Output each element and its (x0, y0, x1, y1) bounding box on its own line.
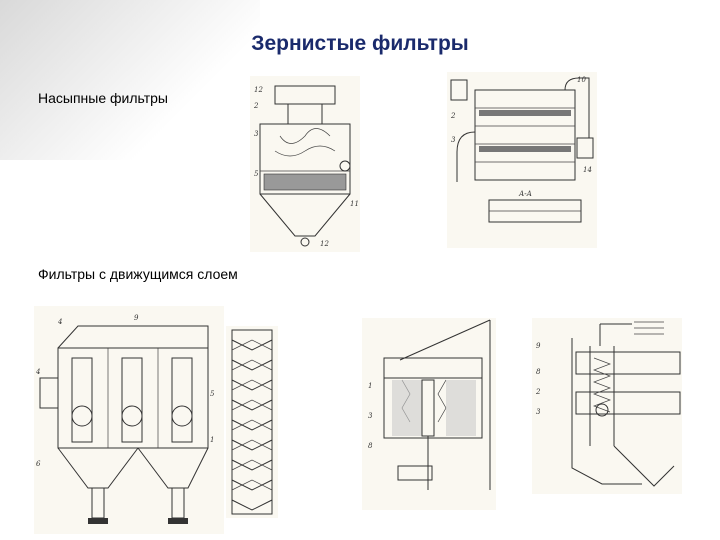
svg-text:3: 3 (254, 130, 259, 138)
svg-text:2: 2 (450, 112, 456, 120)
svg-text:4: 4 (35, 368, 40, 376)
figure-louvre-column (226, 326, 278, 518)
slide-title: Зернистые фильтры (251, 32, 469, 55)
section-label-moving: Фильтры с движущимся слоем (38, 266, 238, 282)
figure-bulk-filter-horizontal: А-А 10 2 3 14 (447, 72, 597, 248)
svg-text:5: 5 (210, 390, 215, 398)
figure-moving-bed-filter-bank: 4 9 4 6 5 1 (34, 306, 224, 534)
svg-text:3: 3 (368, 412, 373, 420)
svg-text:9: 9 (134, 314, 139, 322)
figure-shaft-filter: 1 3 8 (362, 318, 496, 510)
background-gradient (0, 0, 260, 160)
svg-text:14: 14 (583, 166, 592, 174)
svg-text:12: 12 (254, 86, 263, 94)
section-label-bulk: Насыпные фильтры (38, 90, 168, 106)
svg-text:1: 1 (210, 436, 214, 444)
svg-text:4: 4 (57, 318, 62, 326)
svg-text:5: 5 (254, 170, 259, 178)
svg-text:6: 6 (36, 460, 41, 468)
svg-text:3: 3 (451, 136, 456, 144)
svg-text:11: 11 (350, 200, 359, 208)
svg-text:10: 10 (577, 76, 586, 84)
svg-text:12: 12 (320, 240, 329, 248)
svg-text:8: 8 (368, 442, 373, 450)
svg-text:3: 3 (536, 408, 541, 416)
figure-bulk-filter-vertical: 12 2 3 5 11 12 (250, 76, 360, 252)
svg-text:8: 8 (536, 368, 541, 376)
svg-text:2: 2 (253, 102, 259, 110)
svg-text:9: 9 (536, 342, 541, 350)
svg-text:1: 1 (368, 382, 372, 390)
figure-cyclone-filter: 9 8 2 3 (532, 318, 682, 494)
svg-text:2: 2 (535, 388, 541, 396)
svg-text:А-А: А-А (518, 190, 532, 198)
